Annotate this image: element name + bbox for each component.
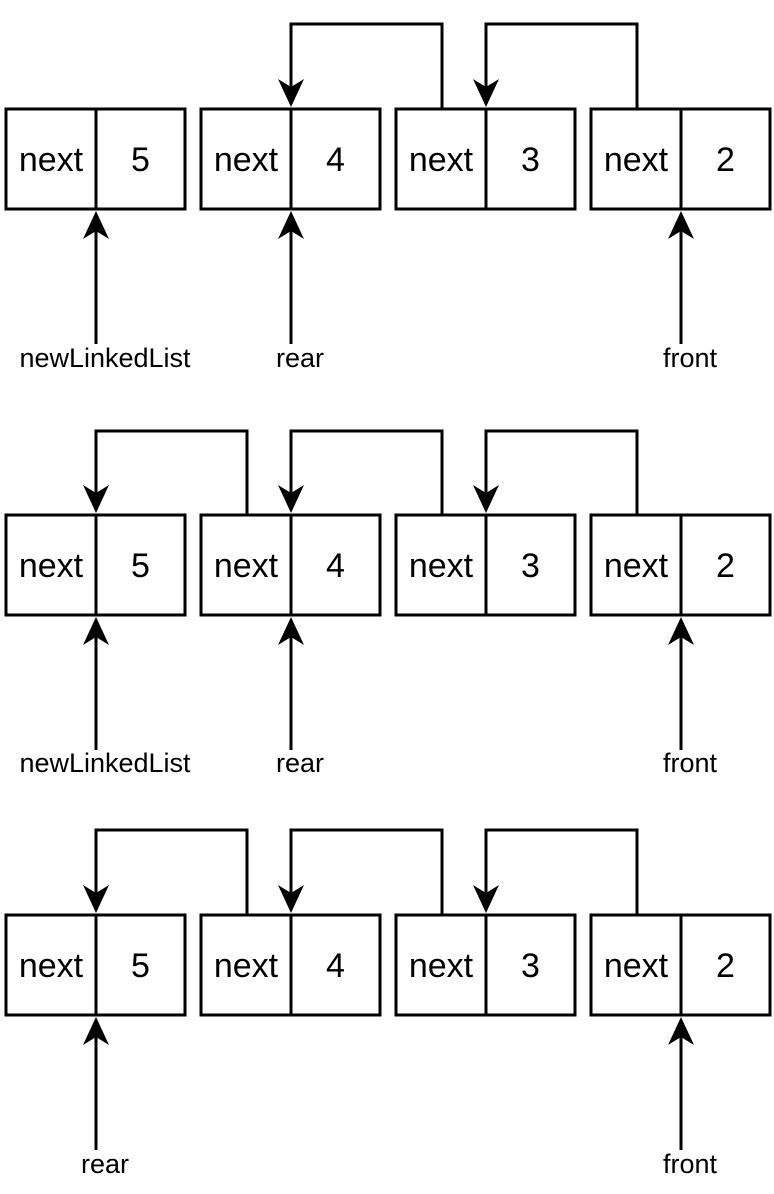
pointer-label-rear: rear <box>276 748 324 778</box>
link-2-to-1 <box>289 22 444 109</box>
node-value: 4 <box>326 947 345 985</box>
list-node: next 3 <box>394 107 577 211</box>
list-node: next 3 <box>394 913 577 1017</box>
pointer-arrowhead-rear <box>278 211 304 239</box>
pointer-arrowhead-rear <box>278 617 304 645</box>
link-2-to-1 <box>289 828 444 915</box>
pointer-arrowhead-front <box>668 617 694 645</box>
list-node: next 5 <box>4 107 187 211</box>
pointer-label-front: front <box>663 343 718 373</box>
link-arrowhead-3-to-2 <box>473 485 499 513</box>
pointer-label-front: front <box>663 1149 718 1179</box>
link-arrowhead-1-to-0 <box>83 885 109 913</box>
list-node: next 4 <box>199 107 382 211</box>
node-value: 5 <box>131 947 150 985</box>
node-next-field: next <box>604 947 669 985</box>
list-node: next 5 <box>4 913 187 1017</box>
list-node: next 2 <box>589 513 772 617</box>
link-1-to-0 <box>94 828 249 915</box>
node-value: 2 <box>716 947 735 985</box>
node-value: 3 <box>521 141 540 179</box>
pointer-arrowhead-rear <box>83 1017 109 1045</box>
node-next-field: next <box>19 141 84 179</box>
node-value: 3 <box>521 547 540 585</box>
list-node: next 3 <box>394 513 577 617</box>
list-node: next 4 <box>199 513 382 617</box>
node-value: 4 <box>326 141 345 179</box>
link-arrowhead-2-to-1 <box>278 885 304 913</box>
node-next-field: next <box>409 547 474 585</box>
stage-2: next 5 next 4 next 3 next 2 newLinkedList rear fro… <box>4 429 772 778</box>
list-node: next 2 <box>589 913 772 1017</box>
node-next-field: next <box>214 141 279 179</box>
link-arrowhead-3-to-2 <box>473 885 499 913</box>
link-2-to-1 <box>289 429 444 515</box>
pointer-arrowhead-front <box>668 1017 694 1045</box>
node-next-field: next <box>214 947 279 985</box>
link-arrowhead-3-to-2 <box>473 79 499 107</box>
node-value: 4 <box>326 547 345 585</box>
node-next-field: next <box>409 141 474 179</box>
pointer-arrowhead-newLinkedList <box>83 617 109 645</box>
node-next-field: next <box>214 547 279 585</box>
link-arrowhead-2-to-1 <box>278 485 304 513</box>
stage-3: next 5 next 4 next 3 next 2 rear front <box>4 828 772 1179</box>
list-node: next 5 <box>4 513 187 617</box>
link-arrowhead-1-to-0 <box>83 485 109 513</box>
node-next-field: next <box>409 947 474 985</box>
node-next-field: next <box>604 141 669 179</box>
link-arrowhead-2-to-1 <box>278 79 304 107</box>
pointer-label-rear: rear <box>81 1149 129 1179</box>
stage-1: next 5 next 4 next 3 next 2 newLinkedList rear fro… <box>4 22 772 373</box>
node-next-field: next <box>604 547 669 585</box>
link-3-to-2 <box>484 429 639 515</box>
pointer-arrowhead-newLinkedList <box>83 211 109 239</box>
list-node: next 4 <box>199 913 382 1017</box>
node-next-field: next <box>19 947 84 985</box>
pointer-label-rear: rear <box>276 343 324 373</box>
pointer-arrowhead-front <box>668 211 694 239</box>
node-value: 5 <box>131 547 150 585</box>
link-3-to-2 <box>484 828 639 915</box>
node-value: 2 <box>716 547 735 585</box>
pointer-label-newLinkedList: newLinkedList <box>19 343 191 373</box>
link-3-to-2 <box>484 22 639 109</box>
node-value: 5 <box>131 141 150 179</box>
node-value: 3 <box>521 947 540 985</box>
pointer-label-front: front <box>663 748 718 778</box>
list-node: next 2 <box>589 107 772 211</box>
link-1-to-0 <box>94 429 249 515</box>
node-next-field: next <box>19 547 84 585</box>
pointer-label-newLinkedList: newLinkedList <box>19 748 191 778</box>
node-value: 2 <box>716 141 735 179</box>
